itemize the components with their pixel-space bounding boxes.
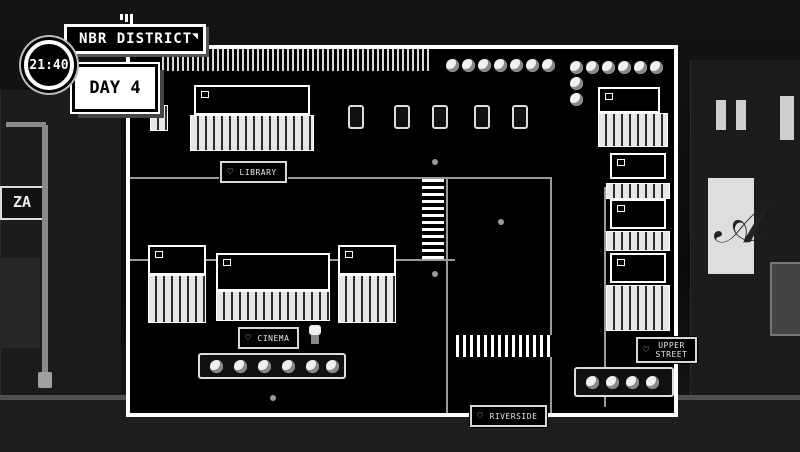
tree-icon [634, 61, 647, 74]
shop-sign: ZA [0, 186, 44, 220]
building-roof [148, 245, 206, 275]
building [606, 285, 670, 331]
heart-icon: ♡ [643, 344, 650, 356]
tree-icon [326, 360, 339, 373]
tree-icon [282, 360, 295, 373]
cinema-roof [216, 253, 330, 291]
bench [474, 105, 490, 129]
signal-bar [125, 14, 128, 22]
left-building [0, 90, 121, 400]
building-roof [338, 245, 396, 275]
tree-icon [446, 59, 459, 72]
planter [574, 367, 674, 397]
neon-glyph-icon: 𝒜 [714, 192, 766, 255]
tree-icon [542, 59, 555, 72]
library-building [190, 115, 314, 151]
location-label: RIVERSIDE [489, 411, 538, 421]
building-roof [610, 153, 666, 179]
poster [770, 262, 800, 336]
path-marker [270, 395, 276, 401]
tree-icon [570, 77, 583, 90]
building [606, 231, 670, 251]
tree-icon [570, 93, 583, 106]
path-marker [432, 271, 438, 277]
tree-icon [606, 376, 619, 389]
player-body [311, 335, 319, 344]
crosswalk [456, 335, 552, 357]
tree-icon [618, 61, 631, 74]
building-roof [598, 87, 660, 113]
heart-icon: ♡ [477, 410, 484, 422]
day-label: DAY 4 [89, 78, 141, 98]
day-counter: DAY 4 [70, 62, 160, 114]
clock-time: 21:40 [29, 57, 69, 73]
heart-icon: ♡ [245, 332, 252, 344]
bench [394, 105, 410, 129]
clock-badge: 21:40 [24, 40, 74, 90]
tree-icon [586, 61, 599, 74]
tree-icon [586, 376, 599, 389]
road [550, 177, 552, 413]
path-marker [498, 219, 504, 225]
planter [198, 353, 346, 379]
location-label: LIBRARY [239, 167, 277, 177]
street-lamp-pole [42, 125, 48, 385]
road [446, 177, 448, 413]
building [598, 113, 668, 147]
tree-icon [626, 376, 639, 389]
tree-icon [210, 360, 223, 373]
location-upper-street[interactable]: ♡ UPPER STREET [634, 336, 699, 364]
crosswalk [422, 179, 444, 259]
neon-sign [708, 178, 754, 274]
location-label: UPPER STREET [655, 341, 688, 359]
bench [512, 105, 528, 129]
tree-icon [650, 61, 663, 74]
location-library[interactable]: ♡ LIBRARY [219, 160, 288, 184]
tree-icon [462, 59, 475, 72]
cinema-building [216, 291, 330, 321]
bench [348, 105, 364, 129]
bench [432, 105, 448, 129]
tree-icon [526, 59, 539, 72]
heart-icon: ♡ [227, 166, 234, 178]
player-sprite-icon [308, 325, 322, 345]
tree-icon [510, 59, 523, 72]
tree-icon [478, 59, 491, 72]
path-marker [432, 159, 438, 165]
building-roof [610, 199, 666, 229]
building [606, 183, 670, 199]
building-roof [610, 253, 666, 283]
location-label: CINEMA [257, 333, 290, 343]
building [148, 275, 206, 323]
tree-icon [258, 360, 271, 373]
road [604, 187, 606, 407]
tree-icon [646, 376, 659, 389]
signal-bar [120, 14, 123, 20]
road [130, 177, 552, 179]
map-top-edge [162, 49, 432, 71]
district-map[interactable]: ♡ LIBRARY ♡ CINEMA ♡ RIVERSIDE [126, 45, 678, 428]
building [338, 275, 396, 323]
street-lamp-arm [6, 122, 46, 127]
location-riverside[interactable]: ♡ RIVERSIDE [468, 404, 549, 428]
lit-window [716, 100, 726, 130]
signal-bars-icon [120, 14, 133, 24]
street-lamp-base [38, 372, 52, 388]
signal-bar [130, 14, 133, 24]
tree-icon [494, 59, 507, 72]
corner-arrow-icon: ◥ [191, 31, 199, 42]
district-name: NBR DISTRICT [79, 31, 193, 47]
tree-icon [602, 61, 615, 74]
tree-icon [306, 360, 319, 373]
shop-window [0, 258, 40, 348]
district-banner: NBR DISTRICT ◥ [64, 24, 206, 54]
tree-icon [234, 360, 247, 373]
library-roof [194, 85, 310, 115]
lit-window [736, 100, 746, 130]
lit-window [780, 96, 794, 140]
tree-icon [570, 61, 583, 74]
player-head [309, 325, 321, 335]
location-cinema[interactable]: ♡ CINEMA [236, 326, 301, 350]
